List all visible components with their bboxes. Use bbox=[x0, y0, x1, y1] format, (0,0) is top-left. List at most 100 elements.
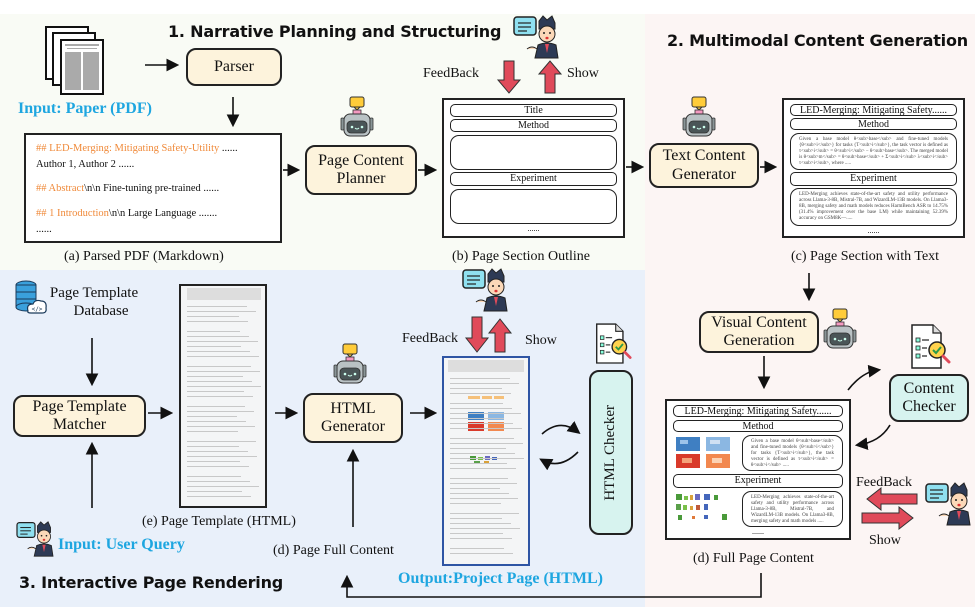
thumbnail-text-line bbox=[450, 403, 503, 404]
thumbnail-text-line bbox=[450, 438, 514, 439]
thumbnail-text-line bbox=[187, 381, 252, 382]
page-section-outline: Title Method Experiment ...... bbox=[442, 98, 625, 238]
thumbnail-text-line bbox=[450, 528, 520, 529]
thumbnail-text-line bbox=[187, 316, 239, 317]
module-label-line: Text Content bbox=[662, 147, 746, 165]
thumbnail-text-line bbox=[450, 468, 516, 469]
outline-more: ...... bbox=[527, 224, 540, 233]
parser-label: Parser bbox=[214, 57, 254, 75]
thumbnail-text-line bbox=[187, 461, 240, 462]
checklist-magnifier-icon bbox=[594, 323, 632, 365]
markdown-line: ## 1 Introduction\n\n Large Language ...… bbox=[36, 208, 218, 219]
show-label: Show bbox=[525, 333, 557, 348]
feedback-label: FeedBack bbox=[402, 331, 458, 346]
thumbnail-text-line bbox=[450, 488, 500, 489]
thumbnail-text-line bbox=[450, 443, 523, 444]
full-title-slot: LED-Merging: Mitigating Safety...... bbox=[673, 405, 843, 417]
parser-module[interactable]: Parser bbox=[186, 48, 282, 86]
user-person-icon bbox=[513, 15, 559, 59]
module-label-line: Generation bbox=[723, 332, 795, 349]
page-section-with-text: LED-Merging: Mitigating Safety...... Met… bbox=[782, 98, 965, 238]
output-page-header bbox=[448, 360, 524, 372]
module-label-line: Page Template bbox=[32, 397, 127, 415]
thumbnail-text-line bbox=[187, 376, 243, 377]
robot-agent-icon bbox=[340, 96, 374, 138]
thumbnail-text-line bbox=[187, 356, 259, 357]
thumbnail-text-line bbox=[450, 428, 522, 429]
thumbnail-text-line bbox=[450, 418, 504, 419]
thumbnail-text-line bbox=[187, 486, 259, 487]
thumbnail-text-line bbox=[450, 378, 510, 379]
thumbnail-text-line bbox=[187, 446, 239, 447]
thumbnail-text-line bbox=[187, 476, 241, 477]
thumbnail-text-line bbox=[187, 416, 237, 417]
thumbnail-text-line bbox=[450, 498, 518, 499]
thumbnail-text-line bbox=[187, 411, 254, 412]
thumbnail-text-line bbox=[450, 553, 513, 554]
user-person-icon bbox=[925, 482, 971, 526]
thumbnail-text-line bbox=[187, 491, 242, 492]
thumbnail-text-line bbox=[450, 478, 508, 479]
robot-agent-icon bbox=[682, 96, 716, 138]
full-method-slot: Method bbox=[673, 420, 843, 432]
thumbnail-text-line bbox=[187, 481, 250, 482]
thumbnail-text-line bbox=[450, 453, 515, 454]
thumbnail-text-line bbox=[187, 341, 258, 342]
section-method-text: Given a base model θ<sub>base</sub> and … bbox=[790, 133, 957, 170]
feedback-label: FeedBack bbox=[856, 475, 912, 490]
outline-method-slot: Method bbox=[450, 119, 617, 132]
full-page-content: LED-Merging: Mitigating Safety...... Met… bbox=[665, 399, 851, 540]
thumbnail-text-line bbox=[450, 523, 511, 524]
thumbnail-text-line bbox=[187, 351, 250, 352]
thumbnail-text-line bbox=[450, 548, 504, 549]
thumbnail-text-line bbox=[450, 448, 506, 449]
caption-c: (c) Page Section with Text bbox=[791, 249, 940, 264]
thumbnail-text-line bbox=[187, 466, 249, 467]
html-checker-module[interactable]: HTML Checker bbox=[589, 370, 633, 535]
module-label-line: HTML bbox=[330, 399, 376, 417]
experiment-chart-figures bbox=[674, 492, 736, 524]
html-checker-label: HTML Checker bbox=[602, 404, 619, 501]
full-experiment-text: LED-Merging achieves state-of-the-art sa… bbox=[742, 491, 843, 527]
thumbnail-text-line bbox=[187, 336, 249, 337]
module-label-line: Visual Content bbox=[711, 313, 807, 331]
module-label-line: Generator bbox=[672, 165, 736, 183]
section-more: ...... bbox=[867, 226, 880, 235]
outline-experiment-content-slot bbox=[450, 189, 617, 224]
thumbnail-text-line bbox=[187, 366, 251, 367]
module-label-line: Generator bbox=[321, 418, 385, 435]
parsed-pdf-markdown: ## LED-Merging: Mitigating Safety-Utilit… bbox=[24, 133, 282, 243]
outline-experiment-slot: Experiment bbox=[450, 172, 617, 186]
thumbnail-text-line bbox=[450, 408, 512, 409]
thumbnail-text-line bbox=[187, 331, 240, 332]
thumbnail-text-line bbox=[450, 458, 524, 459]
stage1-title: 1. Narrative Planning and Structuring bbox=[168, 22, 502, 41]
thumbnail-text-line bbox=[187, 421, 246, 422]
thumbnail-text-line bbox=[450, 503, 501, 504]
thumbnail-text-line bbox=[187, 306, 247, 307]
thumbnail-text-line bbox=[187, 391, 244, 392]
page-template-thumbnail bbox=[179, 284, 267, 508]
full-method-text: Given a base model θ<sub>base</sub> and … bbox=[742, 435, 843, 471]
user-person-icon bbox=[462, 268, 508, 312]
output-project-page-thumbnail bbox=[442, 356, 530, 566]
thumbnail-text-line bbox=[187, 311, 256, 312]
thumbnail-text-line bbox=[187, 371, 260, 372]
label-line: Page Template bbox=[49, 285, 139, 301]
label-line: Database bbox=[73, 303, 129, 319]
markdown-line: ...... bbox=[36, 224, 52, 235]
robot-agent-icon bbox=[333, 343, 367, 385]
thumbnail-text-line bbox=[187, 396, 253, 397]
thumbnail-text-line bbox=[450, 423, 513, 424]
checklist-magnifier-icon bbox=[909, 324, 951, 370]
thumbnail-text-line bbox=[187, 456, 257, 457]
thumbnail-text-line bbox=[450, 483, 517, 484]
caption-b: (b) Page Section Outline bbox=[452, 249, 591, 264]
caption-d-full: (d) Full Page Content bbox=[693, 551, 814, 566]
